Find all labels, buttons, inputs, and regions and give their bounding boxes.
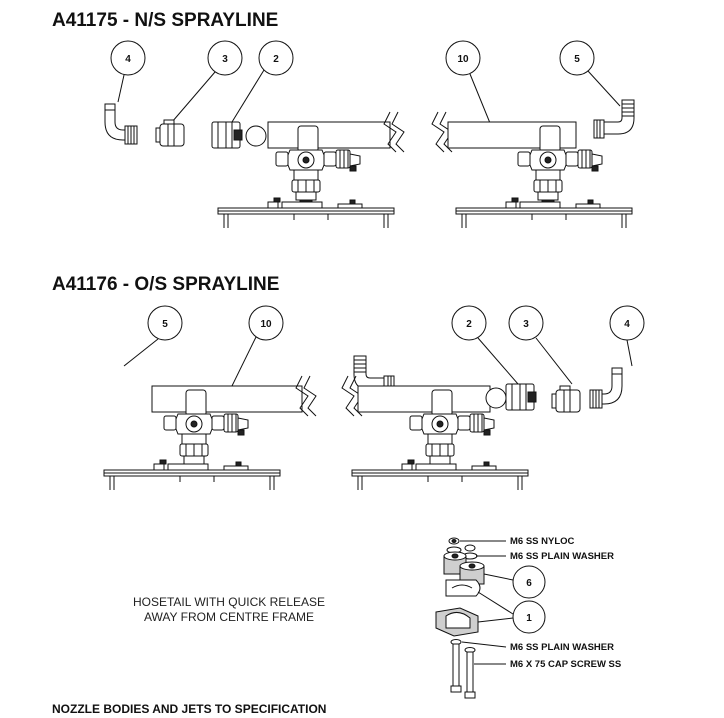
hosetail-note-line-1: HOSETAIL WITH QUICK RELEASE [133,595,325,609]
ns-callout-5: 5 [559,40,621,107]
os-callout-10: 10 [229,305,284,391]
os-callout-4: 4 [609,305,645,367]
os-callout-2: 2 [451,305,519,385]
ns-pipe-left [267,111,405,153]
pipe-clamp-assembly [435,537,485,699]
os-pipe-left [151,375,317,417]
ns-endcap-part-2 [211,121,243,149]
os-coupling-part-3 [551,385,581,413]
svg-text:10: 10 [260,319,272,330]
os-mount-frame-right [351,459,529,491]
os-callout-3: 3 [508,305,573,385]
label-m6-ss-plain-washer-top: M6 SS PLAIN WASHER [510,551,614,562]
label-m6-cap-screw: M6 X 75 CAP SCREW SS [510,659,621,670]
label-m6-ss-nyloc: M6 SS NYLOC [510,536,575,547]
label-m6-ss-plain-washer-bottom: M6 SS PLAIN WASHER [510,642,614,653]
ns-callout-2: 2 [231,40,294,123]
ns-mount-frame-right [455,197,633,229]
svg-text:6: 6 [526,578,532,589]
clamp-callout-1: 1 [477,591,546,634]
ns-callout-3: 3 [171,40,243,123]
ns-seal-ring [245,125,267,147]
os-callout-5: 5 [123,305,183,367]
ns-callout-4: 4 [110,40,146,103]
svg-text:4: 4 [624,319,630,330]
ns-sprayline-title: A41175 - N/S SPRAYLINE [52,10,278,31]
svg-text:5: 5 [162,319,168,330]
ns-coupling-part-3 [155,119,185,147]
clamp-callout-6: 6 [483,565,546,599]
hosetail-note-line-2: AWAY FROM CENTRE FRAME [144,610,314,624]
svg-text:3: 3 [222,54,228,65]
ns-elbow-hosetail-part-4 [104,103,138,145]
ns-mount-frame-left [217,197,395,229]
os-endcap-part-2 [505,383,537,411]
svg-text:4: 4 [125,54,131,65]
os-sprayline-title: A41176 - O/S SPRAYLINE [52,274,279,295]
os-elbow-hosetail-part-4 [589,367,623,409]
os-seal-ring [485,387,507,409]
svg-text:10: 10 [457,54,469,65]
svg-text:2: 2 [466,319,472,330]
ns-callout-10: 10 [445,40,493,129]
os-mount-frame-left [103,459,281,491]
svg-text:1: 1 [526,613,532,624]
footer-spec-note: NOZZLE BODIES AND JETS TO SPECIFICATION [52,702,326,716]
svg-text:2: 2 [273,54,279,65]
svg-text:3: 3 [523,319,529,330]
ns-ribbed-elbow-part-5 [593,99,635,139]
svg-text:5: 5 [574,54,580,65]
